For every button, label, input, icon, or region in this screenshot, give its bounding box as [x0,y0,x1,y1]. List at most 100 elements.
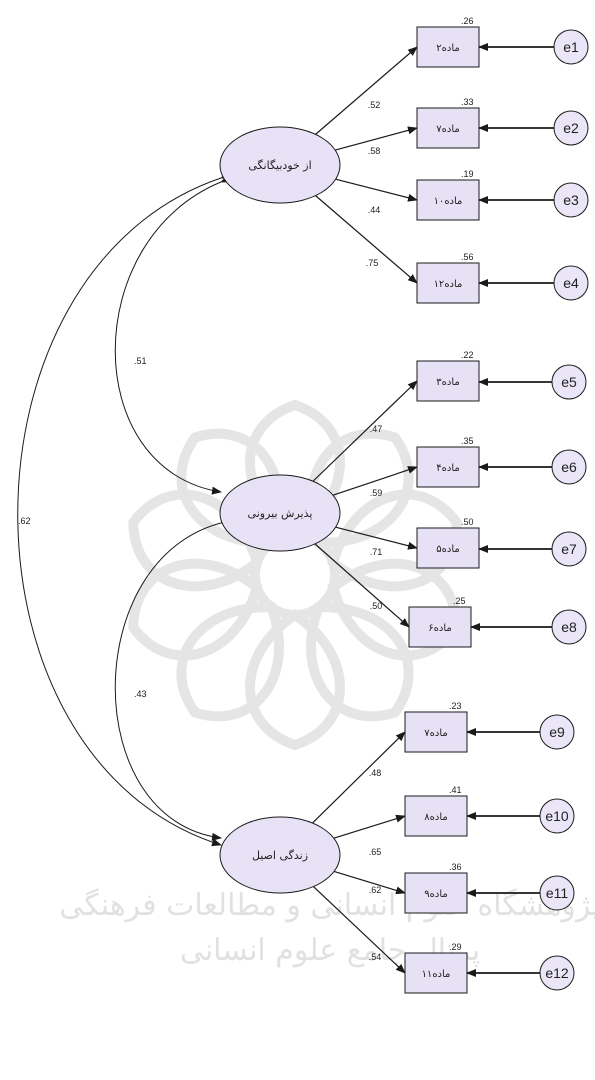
loading-arrow [312,731,406,824]
indicator-item[interactable]: ماده۱۰ .19 [416,169,480,221]
indicator-label: ماده۵ [436,544,459,555]
error-label: e1 [563,39,579,55]
indicator-label: ماده۱۲ [434,279,463,290]
covariance-l1-l2-curve [114,174,231,495]
indicator-box [404,872,468,914]
loading-arrow [333,814,406,839]
watermark-petal [327,489,462,592]
error-term[interactable]: e10 [466,798,575,834]
error-label: e6 [561,459,577,475]
indicator-label: ماده۷ [436,124,459,135]
error-label: e8 [561,619,577,635]
latent-external-acceptance[interactable]: پذیرش بیرونی [219,474,341,552]
error-term[interactable]: e8 [470,609,587,645]
latent-label: زندگی اصیل [252,849,308,862]
loading-arrow [314,543,410,628]
covariance-labels: .51 .43 .62 [18,356,147,699]
loading-value: .47 [370,424,383,434]
loading-value: .58 [368,146,381,156]
error-label: e2 [563,120,579,136]
covariance-l1-l2-value: .51 [134,356,147,366]
error-term[interactable]: e12 [466,955,575,991]
indicator-item[interactable]: ماده۵ .50 [416,517,480,569]
loading-value: .48 [369,768,382,778]
r-squared-value: .29 [449,942,462,952]
loading-arrow [335,526,418,550]
indicator-item[interactable]: ماده۳.22 [416,350,480,402]
error-circle [553,265,589,301]
latent-ellipse [219,126,341,204]
error-term[interactable]: e3 [478,182,589,218]
error-circle [553,29,589,65]
r-squared-value: .19 [461,169,474,179]
error-circle [551,531,587,567]
error-term[interactable]: e7 [478,531,587,567]
latent-alienation[interactable]: از خودبیگانگی [219,126,341,204]
loading-arrow [333,870,406,895]
watermark-petal [306,602,414,722]
indicator-box [416,26,480,68]
error-circle [539,798,575,834]
indicator-item[interactable]: ماده۲ .26 [416,16,480,68]
error-circle [539,875,575,911]
loading-arrow [312,380,418,482]
loading-paths: .52.58.44.75.47.59.71.50.48.65.62.54 [312,46,418,974]
error-label: e4 [563,275,579,291]
latent-label: از خودبیگانگی [248,159,311,172]
r-squared-value: .33 [461,97,474,107]
latent-authentic-living[interactable]: زندگی اصیل [219,816,341,894]
loading-value: .52 [368,100,381,110]
error-term[interactable]: e2 [478,110,589,146]
indicator-label: ماده۳ [436,377,459,388]
covariance-arrows [17,171,231,847]
indicator-label: ماده۸ [424,812,447,823]
indicator-label: ماده۴ [436,463,459,474]
indicator-box [404,795,468,837]
error-term[interactable]: e6 [478,449,587,485]
loading-arrow [313,886,406,974]
indicator-label: ماده۲ [436,43,459,54]
indicator-item[interactable]: ماده۶.25 [408,596,472,648]
r-squared-value: .50 [461,517,474,527]
indicator-box [416,262,480,304]
covariance-l2-l3-value: .43 [134,689,147,699]
loading-value: .71 [370,547,383,557]
error-circle [551,364,587,400]
indicator-label: ماده۷ [424,728,447,739]
error-term[interactable]: e11 [466,875,575,911]
indicator-box [408,606,472,648]
indicator-label: ماده۱۰ [434,196,463,207]
covariance-l1-l3-value: .62 [18,516,31,526]
error-label: e5 [561,374,577,390]
error-terms: e1 e2 e3 e4 e5 e6 e7 e8 e9 e10 e11 e12 [466,29,589,991]
loading-arrow [335,178,418,202]
indicator-boxes: ماده۲ .26 ماده۷ .33 ماده۱۰ .19 ماده۱۲ .56 ماده۳.… [404,16,480,994]
error-term[interactable]: e1 [478,29,589,65]
loading-value: .65 [369,847,382,857]
error-term[interactable]: e9 [466,714,575,750]
indicator-item[interactable]: ماده۹.36 [404,862,468,914]
latent-ellipse [219,816,341,894]
error-circle [539,955,575,991]
error-term[interactable]: e4 [478,265,589,301]
indicator-item[interactable]: ماده۸.41 [404,785,468,837]
indicator-label: ماده۹ [424,889,447,900]
loading-arrow [332,466,418,496]
indicator-item[interactable]: ماده۷ .23 [404,701,468,753]
indicator-box [416,179,480,221]
r-squared-value: .56 [461,252,474,262]
indicator-item[interactable]: ماده۴.35 [416,436,480,488]
error-label: e3 [563,192,579,208]
loading-value: .54 [369,952,382,962]
indicator-item[interactable]: ماده۱۲ .56 [416,252,480,304]
error-circle [553,110,589,146]
error-label: e12 [545,965,569,981]
loading-arrow [315,195,418,284]
r-squared-value: .23 [449,701,462,711]
error-term[interactable]: e5 [478,364,587,400]
error-circle [553,182,589,218]
latent-variables: از خودبیگانگی پذیرش بیرونی زندگی اصیل [219,126,341,894]
indicator-item[interactable]: ماده۷ .33 [416,97,480,149]
r-squared-value: .26 [461,16,474,26]
